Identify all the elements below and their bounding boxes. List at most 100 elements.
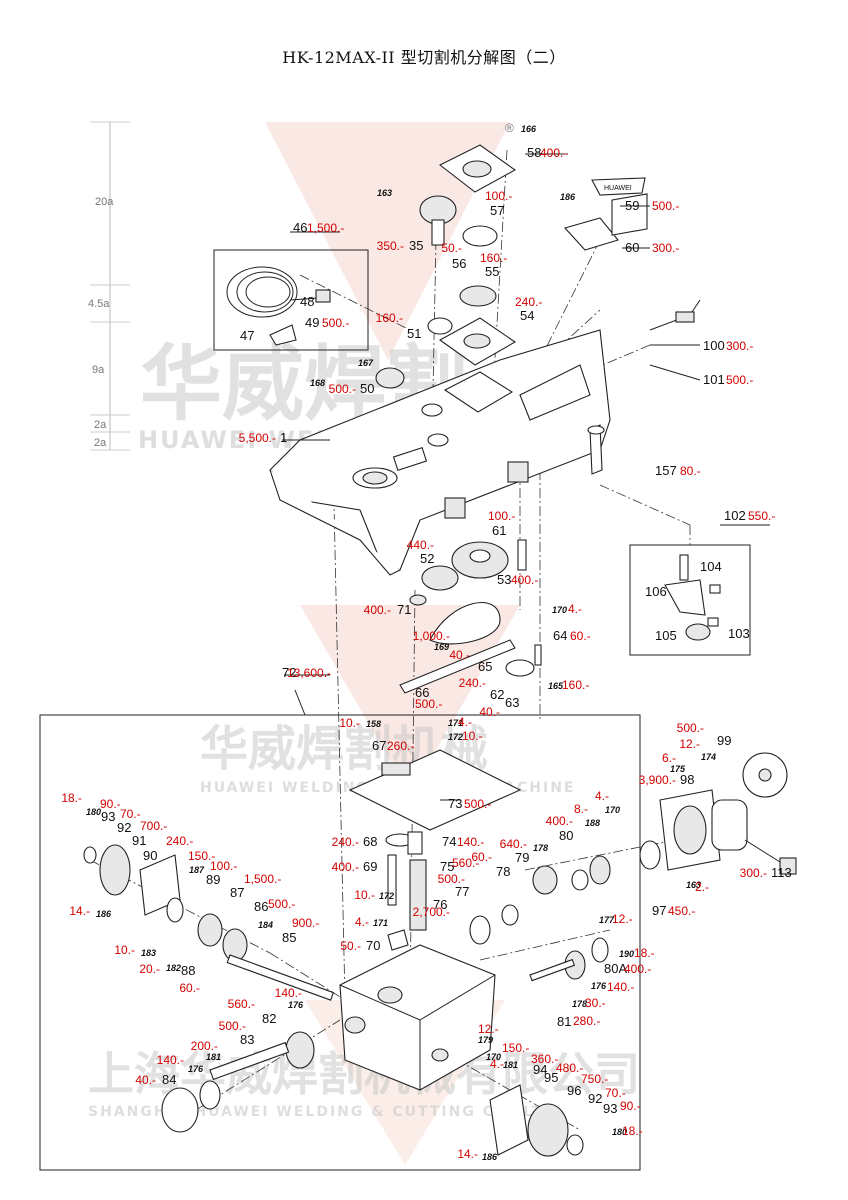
gear-71 (409, 594, 427, 606)
part-number: 190 (619, 949, 634, 959)
part-price: 900.- (292, 916, 319, 930)
part-number: 106 (645, 584, 667, 599)
registered-mark: ® (505, 121, 514, 135)
part-price: 80.- (680, 464, 701, 478)
part-number: 180 (86, 807, 101, 817)
part-price: 300.- (726, 339, 753, 353)
part-number: 94 (533, 1062, 547, 1077)
part-number: 49 (305, 315, 319, 330)
part-number: 104 (700, 559, 722, 574)
part-price: 2,700.- (413, 905, 450, 919)
part-price: 90.- (100, 797, 121, 811)
part-number: 182 (166, 963, 181, 973)
part-label: 105 (655, 628, 677, 643)
bracket-group-box (629, 544, 751, 656)
lever-66 (399, 639, 516, 694)
gear-55 (459, 285, 497, 307)
part-price: 260.- (387, 739, 414, 753)
part-number: 99 (717, 733, 731, 748)
part-number: 171 (373, 918, 388, 928)
part-price: 4.- (595, 789, 609, 803)
part-number: 176 (188, 1064, 204, 1074)
part-price: 400.- (511, 573, 538, 587)
part-number: 71 (397, 602, 411, 617)
part-number: 46 (293, 220, 307, 235)
part-number: 176 (288, 1000, 304, 1010)
part-price: 160.- (376, 311, 403, 325)
knob-35 (419, 195, 457, 246)
part-price: 14.- (69, 904, 90, 918)
part-label: 166 (521, 124, 537, 134)
part-number: 88 (181, 963, 195, 978)
page-title: HK-12MAX-II 型切割机分解图（二） (282, 48, 566, 67)
part-price: 240.- (332, 835, 359, 849)
part-number: 55 (485, 264, 499, 279)
part-price: 2.- (695, 880, 709, 894)
part-50 (375, 367, 405, 389)
part-price: 480.- (556, 1061, 583, 1075)
part-price: 18.- (622, 1124, 643, 1138)
part-number: 81 (557, 1014, 571, 1029)
part-number: 68 (363, 834, 377, 849)
part-number: 48 (300, 294, 314, 309)
part-number: 177 (599, 915, 615, 925)
part-number: 63 (505, 695, 519, 710)
part-number: 92 (588, 1091, 602, 1106)
part-label: 104 (700, 559, 722, 574)
part-number: 93 (101, 809, 115, 824)
part-price: 160.- (480, 251, 507, 265)
part-number: 72 (282, 665, 296, 680)
part-number: 76 (433, 897, 447, 912)
part-number: 93 (603, 1101, 617, 1116)
part-number: 96 (567, 1083, 581, 1098)
part-number: 79 (515, 850, 529, 865)
gearbox-housing-76 (339, 944, 496, 1091)
part-price: 4.- (355, 915, 369, 929)
part-number: 95 (544, 1070, 558, 1085)
disk-57 (462, 225, 498, 247)
part-number: 53 (497, 572, 511, 587)
part-price: 150.- (502, 1041, 529, 1055)
part-price: 240.- (459, 676, 486, 690)
part-label: 106 (645, 584, 667, 599)
part-number: 74 (442, 834, 456, 849)
part-label: 171 4.- (355, 915, 388, 929)
part-number: 186 (482, 1152, 498, 1162)
part-price: 3,900.- (639, 773, 676, 787)
part-price: 640.- (500, 837, 527, 851)
worm-75 (409, 859, 427, 931)
pin-61 (517, 539, 527, 571)
switch-100-101 (611, 193, 701, 331)
